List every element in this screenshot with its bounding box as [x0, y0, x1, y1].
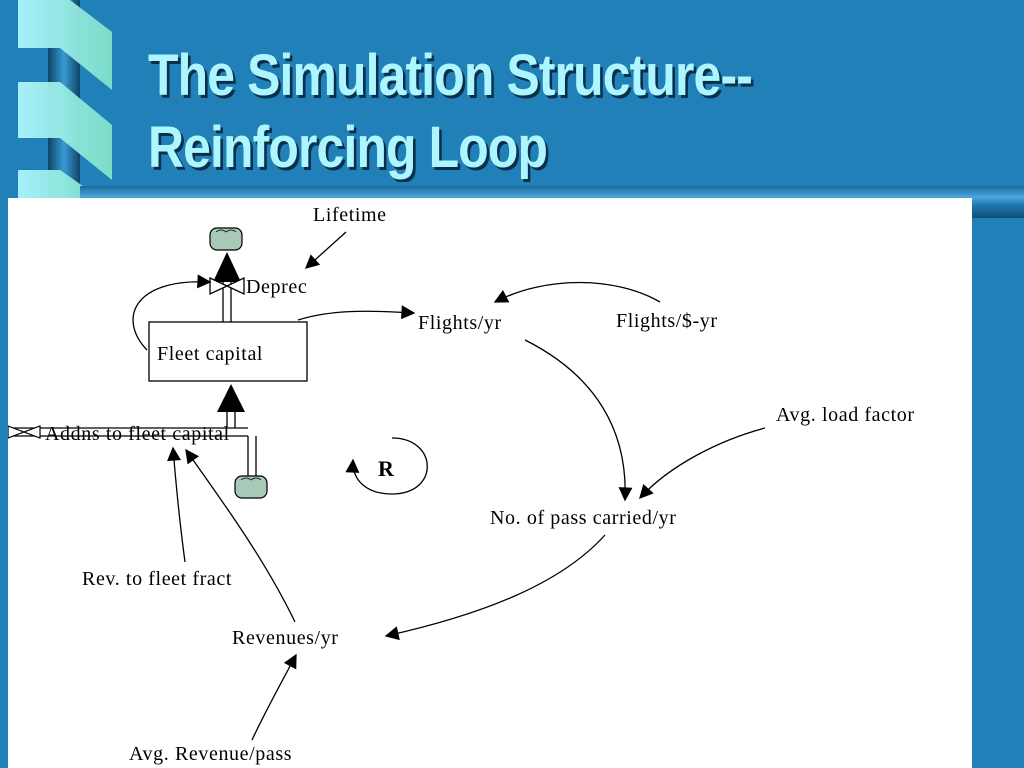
link-loadfactor-to-pass: [639, 427, 766, 500]
link-avgrev-to-revenues: [251, 653, 297, 741]
lifetime-label: Lifetime: [313, 204, 387, 226]
link-fract-to-addns: [167, 446, 186, 563]
flights-per-dollar-yr-label: Flights/$-yr: [616, 310, 718, 332]
link-flights-to-pass: [524, 339, 633, 502]
reinforcing-loop-icon: R: [345, 437, 428, 495]
revenues-label: Revenues/yr: [232, 627, 339, 649]
inflow-valve-icon: [8, 425, 41, 439]
link-pass-to-revenues: [384, 534, 606, 641]
stock-box: [148, 321, 308, 382]
passengers-label: No. of pass carried/yr: [490, 507, 676, 529]
outflow-valve-icon: [209, 276, 245, 296]
stock-label: Fleet capital: [157, 343, 263, 365]
link-fleet-to-flights: [297, 305, 416, 321]
avg-load-factor-label: Avg. load factor: [776, 404, 915, 426]
link-revenues-to-addns: [185, 448, 296, 623]
cloud-icon: [209, 227, 243, 251]
link-fleet-to-deprec: [132, 274, 212, 351]
flights-per-yr-label: Flights/yr: [418, 312, 502, 334]
title-line-1: The Simulation Structure--: [148, 43, 753, 108]
link-flightsdollar-to-flights: [493, 281, 661, 303]
outflow-pipe: [213, 252, 241, 322]
rev-to-fleet-fract-label: Rev. to fleet fract: [82, 568, 232, 590]
cloud-icon: [234, 475, 268, 499]
link-lifetime-to-deprec: [304, 231, 347, 269]
inflow-pipe: [8, 384, 257, 476]
avg-revenue-pass-label: Avg. Revenue/pass: [129, 743, 292, 765]
diagram-panel: Fleet capital Deprec Addns to fleet capi…: [8, 198, 972, 768]
outflow-label: Deprec: [246, 276, 307, 298]
slide-title: The Simulation Structure-- Reinforcing L…: [148, 40, 753, 184]
inflow-label: Addns to fleet capital: [45, 423, 230, 445]
loop-label: R: [378, 456, 395, 481]
title-line-2: Reinforcing Loop: [148, 115, 548, 180]
stock-flow-diagram: Fleet capital Deprec Addns to fleet capi…: [8, 204, 915, 765]
